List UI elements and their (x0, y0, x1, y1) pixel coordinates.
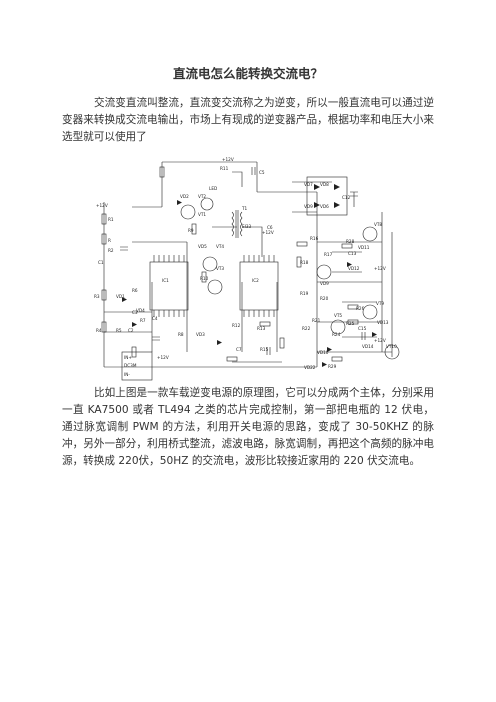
label-r19: R19 (300, 291, 309, 296)
label-v12-right: +12V (374, 266, 386, 271)
label-vt3: VT3 (216, 266, 224, 271)
label-in-plus: IN+ (124, 355, 132, 360)
label-r20: R20 (320, 296, 329, 301)
label-vd6: VD6 (320, 204, 329, 209)
label-r5: R5 (116, 328, 122, 333)
label-vd9: VD9 (304, 204, 313, 209)
label-c6: C6 (267, 225, 273, 230)
label-r4: R4 (96, 328, 102, 333)
label-r10: R10 (200, 276, 209, 281)
label-vd1: VD1 (116, 294, 125, 299)
label-r3: R3 (94, 294, 100, 299)
label-vd5: VD5 (198, 244, 207, 249)
ic2-pins (243, 255, 275, 317)
label-vd9b: VD9 (320, 281, 329, 286)
intro-paragraph: 交流变直流叫整流，直流变交流称之为逆变，所以一般直流电可以通过逆变器来转换成交流… (62, 97, 434, 143)
label-vd4: VD4 (136, 308, 145, 313)
label-vt5: VT5 (334, 313, 342, 318)
label-ic2: IC2 (252, 278, 259, 283)
explanation-paragraph: 比如上图是一款车载逆变电源的原理图，它可以分成两个主体，分别采用一直 KA750… (62, 387, 434, 467)
label-vd2: VD2 (180, 194, 189, 199)
label-r29: R29 (328, 364, 337, 369)
label-c3: C3 (132, 310, 138, 315)
label-c15: C15 (358, 326, 367, 331)
label-vt9: VT9 (376, 301, 384, 306)
label-r28: R28 (346, 239, 355, 244)
wire (132, 171, 263, 282)
ic1-pins (153, 255, 185, 317)
schematic-svg: +12V R11 LED C5 +12V R1 VD2 VT2 VT1 R9 T… (94, 157, 400, 381)
label-vt2: VT2 (198, 194, 206, 199)
label-r25: R25 (346, 321, 355, 326)
label-vd22: VD22 (304, 365, 316, 370)
label-v12-bottom: +12V (374, 338, 386, 343)
label-r26: R26 (356, 306, 365, 311)
label-c1: C1 (98, 260, 104, 265)
label-r22: R22 (302, 326, 311, 331)
label-vd10: VD10 (317, 350, 329, 355)
label-v12-in: +12V (157, 355, 169, 360)
label-r13: R13 (257, 326, 266, 331)
label-c12: C12 (342, 195, 351, 200)
label-r24: R24 (332, 332, 341, 337)
label-vd13: VD13 (377, 320, 389, 325)
label-r11: R11 (220, 166, 229, 171)
label-r21: R21 (312, 318, 321, 323)
label-in-minus: IN- (124, 372, 130, 377)
article-title: 直流电怎么能转换交流电？ (172, 66, 323, 81)
label-vt1: VT1 (198, 212, 206, 217)
label-r9: R9 (188, 228, 194, 233)
label-v12-top: +12V (222, 157, 234, 162)
component-labels: +12V R11 LED C5 +12V R1 VD2 VT2 VT1 R9 T… (94, 157, 397, 377)
ic2-chip (239, 261, 279, 311)
label-vt10: VT10 (386, 344, 397, 349)
label-c2: C2 (128, 328, 134, 333)
label-v12-ic2: +12V (262, 230, 274, 235)
bridge-rectifier (306, 176, 358, 216)
label-vd3: VD3 (196, 332, 205, 337)
label-t1: T1 (241, 206, 248, 211)
ic1-chip (149, 261, 189, 311)
label-ic1: IC1 (162, 278, 169, 283)
label-r6: R6 (132, 288, 138, 293)
label-r17: R17 (324, 252, 333, 257)
transformer-t1 (231, 210, 243, 238)
wire (292, 181, 377, 338)
label-r1: R1 (108, 217, 114, 222)
label-r16: R16 (310, 236, 319, 241)
label-r18: R18 (300, 260, 309, 265)
label-led: LED (209, 186, 217, 191)
label-v12-left: +12V (96, 203, 108, 208)
label-vd14: VD14 (362, 344, 374, 349)
label-ei33: EI33 (242, 224, 252, 229)
inverter-schematic: +12V R11 LED C5 +12V R1 VD2 VT2 VT1 R9 T… (92, 152, 420, 382)
wire (103, 161, 318, 368)
label-r8: R8 (178, 332, 184, 337)
label-c13: C13 (348, 251, 357, 256)
label-r15: R15 (260, 347, 269, 352)
label-r7: R7 (140, 318, 146, 323)
label-c5: C5 (259, 170, 265, 175)
label-vd8: VD8 (320, 182, 329, 187)
wire (104, 282, 282, 363)
label-vd12: VD12 (348, 266, 360, 271)
transistors (180, 197, 400, 360)
input-terminal (121, 351, 153, 381)
label-r12: R12 (232, 323, 241, 328)
capacitors (120, 167, 366, 355)
label-vd11: VD11 (358, 245, 370, 250)
label-c7: C7 (236, 347, 242, 352)
label-rp: R (108, 238, 111, 243)
label-c4: C4 (152, 316, 158, 321)
label-vd7: VD7 (304, 182, 313, 187)
label-dc3m: DC3M (124, 363, 137, 368)
label-vt4: VT4 (216, 244, 224, 249)
wire (317, 212, 393, 357)
label-vt8: VT8 (374, 222, 382, 227)
label-r2: R2 (108, 248, 114, 253)
